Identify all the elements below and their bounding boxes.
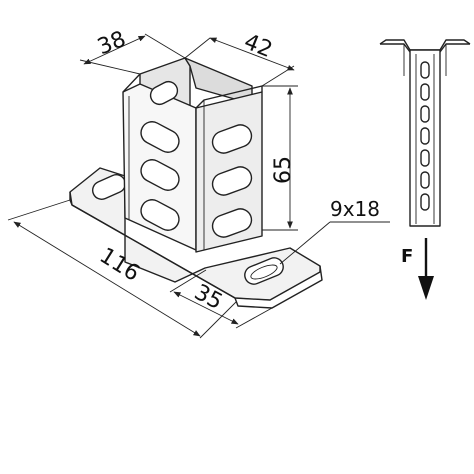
side-slot-7	[420, 193, 430, 211]
side-slot-1	[420, 61, 430, 79]
side-slot-3	[420, 105, 430, 123]
base-slot-right	[244, 257, 284, 285]
force-indicator: F	[401, 238, 434, 300]
side-view-slots	[420, 61, 430, 211]
upright-left-slot-2	[140, 159, 180, 191]
upright-back-slot	[149, 80, 179, 106]
upright-right-slot-2	[211, 166, 253, 196]
dimension-label-top-depth: 38	[94, 27, 129, 61]
upright-right-slot-1	[211, 124, 253, 154]
force-arrow-down-icon	[418, 276, 434, 300]
dimension-slot-size: 9x18	[279, 197, 390, 265]
side-slot-2	[420, 83, 430, 101]
side-slot-4	[420, 127, 430, 145]
upright-left-slot-1	[140, 121, 180, 153]
dimension-label-height: 65	[271, 156, 296, 184]
side-slot-5	[420, 149, 430, 167]
dimension-label-slot-size: 9x18	[330, 197, 380, 221]
dimension-label-top-width: 42	[240, 29, 275, 63]
dimension-height: 65	[262, 85, 298, 231]
force-label: F	[401, 246, 413, 267]
upright-right-slot-3	[211, 208, 253, 238]
side-slot-6	[420, 171, 430, 189]
